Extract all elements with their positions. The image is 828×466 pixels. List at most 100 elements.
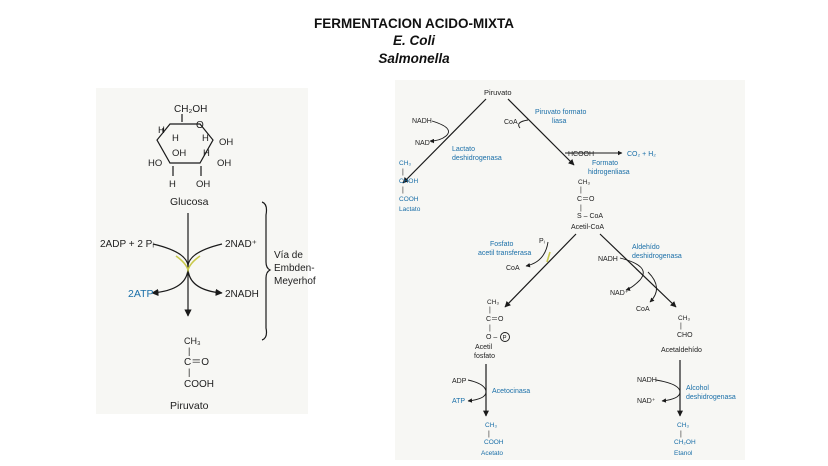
pathway-label-line1: Vía de <box>274 250 303 261</box>
glucose-h: H <box>172 133 179 144</box>
lactato-choh: CHOH <box>399 178 418 185</box>
arrow-to-acetilfosfato <box>504 233 577 308</box>
acetilfosfato-ch3: CH₃ <box>487 299 499 306</box>
arrow-to-acetilcoa <box>507 98 575 166</box>
glucose-ho: HO <box>148 158 162 169</box>
adh-enzyme-1: Alcohol <box>686 385 709 392</box>
acetaldehido-cho: CHO <box>677 332 693 339</box>
etanol-ch2oh: CH₂OH <box>674 439 696 446</box>
atp: ATP <box>452 398 465 405</box>
glucose-label: Glucosa <box>170 196 209 208</box>
slide-title: FERMENTACION ACIDO-MIXTA <box>314 16 514 31</box>
nad-lactate: NAD⁺ <box>415 140 434 147</box>
arrow-to-acetaldehido <box>599 233 677 308</box>
coa-pta: CoA <box>506 265 520 272</box>
arrow-to-lactato <box>402 98 487 184</box>
acetaldehido-molecule: CH₃ | CHO Acetaldehído <box>661 315 702 354</box>
glucose-oh: OH <box>196 179 210 190</box>
output-atp: 2ATP <box>128 288 153 300</box>
acetilcoa-ch3: CH₃ <box>578 179 590 186</box>
pathway-brace <box>261 201 272 341</box>
glucose-ring-o: O <box>196 120 204 131</box>
acetilfosfato-o: O – <box>486 334 497 341</box>
acetilcoa-scoa: S – CoA <box>577 213 603 220</box>
organism-ecoli: E. Coli <box>392 33 435 48</box>
acetilfosfato-bond: | <box>489 307 491 314</box>
etanol-ch3: CH₃ <box>677 422 689 429</box>
glycolysis-arrows <box>151 213 223 317</box>
pfl-enzyme-2: liasa <box>552 118 567 125</box>
etanol-bond: | <box>680 431 682 438</box>
ldh-enzyme-1: Lactato <box>452 146 475 153</box>
phosphate-circle-icon <box>500 332 510 342</box>
lactato-label: Lactato <box>399 206 421 213</box>
lactato-cooh: COOH <box>399 196 419 203</box>
input-nad: 2NAD⁺ <box>225 239 257 250</box>
acetaldehido-bond: | <box>680 323 682 330</box>
adp: ADP <box>452 378 467 385</box>
acetilfosfato-bond: | <box>489 325 491 332</box>
nad-ald: NAD⁺ <box>610 290 629 297</box>
acetilcoa-bond: | <box>580 205 582 212</box>
acetaldehido-ch3: CH₃ <box>678 315 690 322</box>
coa-ald: CoA <box>636 306 650 313</box>
pyruvate-carbonyl: C＝O <box>184 357 209 368</box>
acetilcoa-molecule: CH₃ | C＝O | S – CoA Acetil-CoA <box>571 179 604 231</box>
ack-enzyme: Acetocinasa <box>492 388 530 395</box>
glucose-h: H <box>203 148 210 159</box>
etanol-label: Etanol <box>674 450 693 457</box>
organism-salmonella: Salmonella <box>378 51 450 66</box>
ald-enzyme-1: Aldehído <box>632 244 660 251</box>
glucose-h: H <box>169 179 176 190</box>
acetato-bond: | <box>488 431 490 438</box>
glucose-oh: OH <box>219 137 233 148</box>
pta-enzyme-2: acetil transferasa <box>478 250 531 257</box>
pathway-label-line3: Meyerhof <box>274 276 316 287</box>
pathway-label-line2: Embden- <box>274 263 315 274</box>
pta-enzyme-1: Fosfato <box>490 241 513 248</box>
glucose-h: H <box>202 133 209 144</box>
piruvato-label: Piruvato <box>484 88 512 97</box>
lactato-bond: | <box>402 187 404 194</box>
acetilcoa-carbonyl: C＝O <box>577 196 595 203</box>
acetilcoa-bond: | <box>580 187 582 194</box>
phosphate-p: P <box>503 336 507 342</box>
glucose-h: H <box>158 125 165 136</box>
fhl-enzyme-1: Formato <box>592 160 618 167</box>
glucose-molecule: CH₂OH O H H H OH OH H HO OH H OH Glucosa <box>148 104 233 208</box>
acetaldehido-label: Acetaldehído <box>661 347 702 354</box>
acetato-molecule: CH₃ | COOH Acetato <box>481 422 504 457</box>
lactato-ch3: CH₃ <box>399 160 411 167</box>
acetato-cooh: COOH <box>484 439 504 446</box>
pfl-enzyme-1: Piruvato formato <box>535 109 586 116</box>
acetato-label: Acetato <box>481 450 503 457</box>
nadh-ald: NADH <box>598 256 618 263</box>
co2-h2: CO₂ + H₂ <box>627 151 656 158</box>
fhl-enzyme-2: hidrogenliasa <box>588 169 630 176</box>
pyruvate-bond: | <box>188 367 190 377</box>
acetilfosfato-label-2: fosfato <box>474 353 495 360</box>
nad-adh: NAD⁺ <box>637 398 656 405</box>
pyruvate-molecule: CH₃ | C＝O | COOH Piruvato <box>170 336 214 412</box>
lactato-molecule: CH₃ | CHOH | COOH Lactato <box>399 160 421 213</box>
ald-enzyme-2: deshidrogenasa <box>632 253 682 260</box>
pyruvate-ch3: CH₃ <box>184 336 201 346</box>
pyruvate-cooh: COOH <box>184 379 214 390</box>
lactato-bond: | <box>402 169 404 176</box>
right-figure-background <box>395 80 745 460</box>
output-nadh: 2NADH <box>225 289 259 300</box>
nadh-lactate: NADH <box>412 118 432 125</box>
pyruvate-label: Piruvato <box>170 400 209 412</box>
acetilcoa-label: Acetil-CoA <box>571 224 604 231</box>
phosphate-pi: Pᵢ <box>539 238 545 245</box>
pyruvate-bond: | <box>188 346 190 356</box>
acetilfosfato-molecule: CH₃ | C＝O | O – P Acetil fosfato <box>474 299 510 360</box>
etanol-molecule: CH₃ | CH₂OH Etanol <box>674 422 696 457</box>
nadh-adh: NADH <box>637 377 657 384</box>
glucose-ch2oh: CH₂OH <box>174 104 207 115</box>
glucose-oh: OH <box>217 158 231 169</box>
coa-pfl: CoA <box>504 119 518 126</box>
formate: HCOOH <box>568 151 594 158</box>
input-adp-pi: 2ADP + 2 Pᵢ <box>100 239 154 250</box>
acetilfosfato-label-1: Acetil <box>475 344 493 351</box>
